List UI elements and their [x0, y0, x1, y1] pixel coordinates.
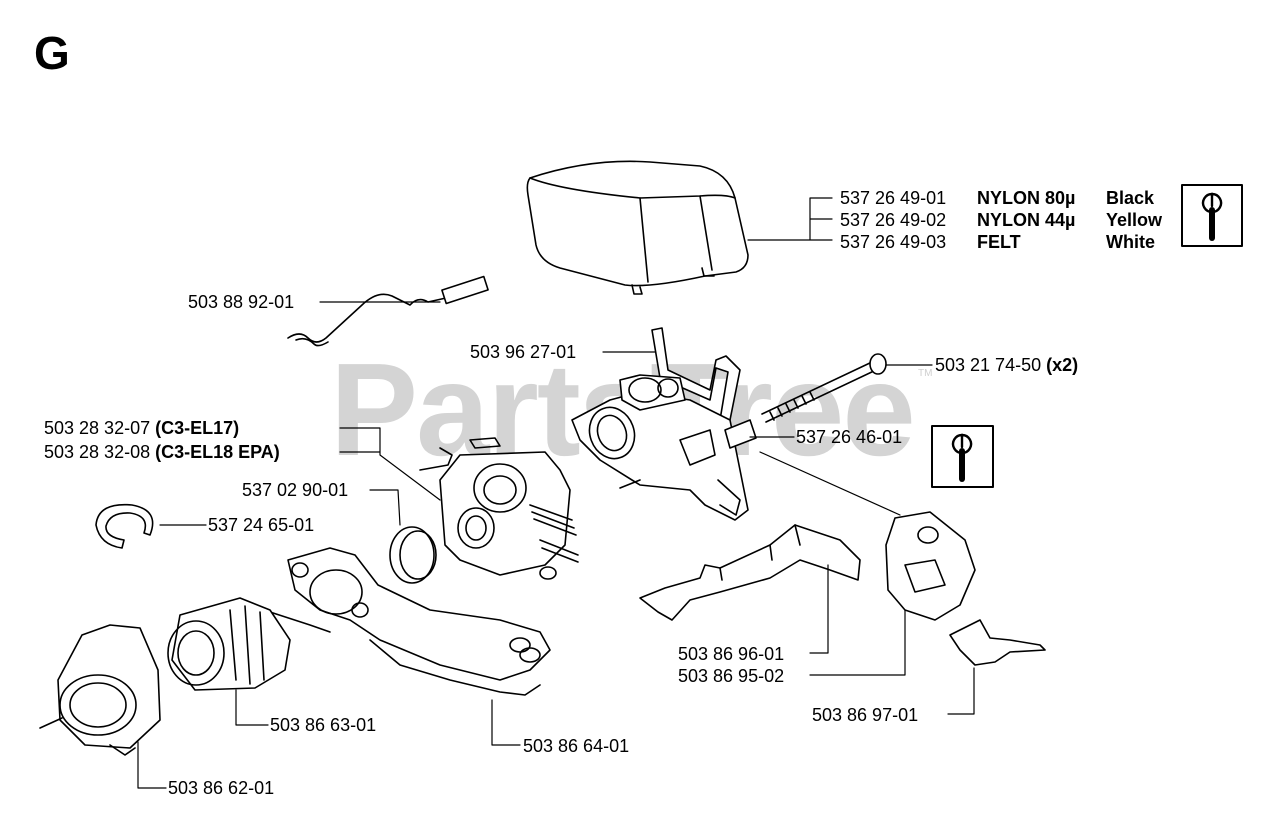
- part-label-bracket[interactable]: 503 96 27-01: [470, 342, 577, 362]
- carburetor-part[interactable]: [419, 437, 579, 580]
- watermark-trademark: TM: [918, 368, 933, 379]
- filter-material: NYLON 80µ: [977, 188, 1076, 208]
- air-filter-materials: NYLON 80µ NYLON 44µ FELT: [977, 187, 1075, 253]
- part-label-throttle-lever[interactable]: 503 86 96-01: [678, 644, 785, 664]
- wrench-info-icon: [1181, 184, 1243, 247]
- air-filter-part-numbers: 537 26 49-01 537 26 49-02 537 26 49-03: [840, 187, 946, 253]
- model-note: (C3-EL17): [155, 418, 240, 438]
- part-number[interactable]: 537 26 49-02: [840, 210, 947, 230]
- part-number: 503 28 32-07: [44, 418, 151, 438]
- wrench-info-icon: [931, 425, 994, 488]
- part-label-choke-rod[interactable]: 503 88 92-01: [188, 292, 295, 312]
- choke-rod-part[interactable]: [287, 275, 489, 347]
- gasket-part[interactable]: [389, 526, 437, 584]
- part-number[interactable]: 537 26 49-01: [840, 188, 947, 208]
- part-number[interactable]: 537 26 49-03: [840, 232, 947, 252]
- spring-part[interactable]: [949, 619, 1046, 666]
- throttle-bracket-part[interactable]: [651, 327, 741, 421]
- part-label-gasket[interactable]: 537 02 90-01: [242, 480, 349, 500]
- filter-color: White: [1106, 232, 1155, 252]
- part-number: 503 28 32-08: [44, 442, 151, 462]
- section-letter: G: [34, 27, 70, 79]
- intake-boot-part[interactable]: [167, 597, 291, 691]
- filter-material: NYLON 44µ: [977, 210, 1076, 230]
- part-label-manifold-plate[interactable]: 503 86 64-01: [523, 736, 630, 756]
- throttle-lever-part[interactable]: [639, 524, 861, 621]
- air-adapter-part[interactable]: [39, 624, 161, 756]
- air-filter-leader: [747, 197, 833, 241]
- model-note: (C3-EL18 EPA): [155, 442, 280, 462]
- quantity-note: (x2): [1046, 355, 1079, 375]
- filter-material: FELT: [977, 232, 1021, 252]
- circlip-part[interactable]: [95, 503, 154, 549]
- intake-adapter-part[interactable]: [571, 374, 749, 521]
- filter-color: Black: [1106, 188, 1155, 208]
- part-label-spring[interactable]: 503 86 97-01: [812, 705, 919, 725]
- air-filter-part[interactable]: [526, 160, 749, 295]
- manifold-plate-part[interactable]: [269, 547, 551, 696]
- part-label-carburetor-el17[interactable]: 503 28 32-07 (C3-EL17): [44, 418, 239, 438]
- filter-color: Yellow: [1106, 210, 1163, 230]
- air-filter-colors: Black Yellow White: [1106, 187, 1162, 253]
- part-label-lever-housing[interactable]: 503 86 95-02: [678, 666, 785, 686]
- part-label-circlip[interactable]: 537 24 65-01: [208, 515, 315, 535]
- part-label-screw[interactable]: 503 21 74-50 (x2): [935, 355, 1078, 375]
- part-label-carburetor-el18[interactable]: 503 28 32-08 (C3-EL18 EPA): [44, 442, 280, 462]
- part-label-air-adapter[interactable]: 503 86 62-01: [168, 778, 275, 798]
- lever-housing-part[interactable]: [885, 511, 976, 621]
- screw-part[interactable]: [724, 353, 887, 449]
- part-number: 503 21 74-50: [935, 355, 1042, 375]
- part-label-intake-screw[interactable]: 537 26 46-01: [796, 427, 903, 447]
- part-label-intake-boot[interactable]: 503 86 63-01: [270, 715, 377, 735]
